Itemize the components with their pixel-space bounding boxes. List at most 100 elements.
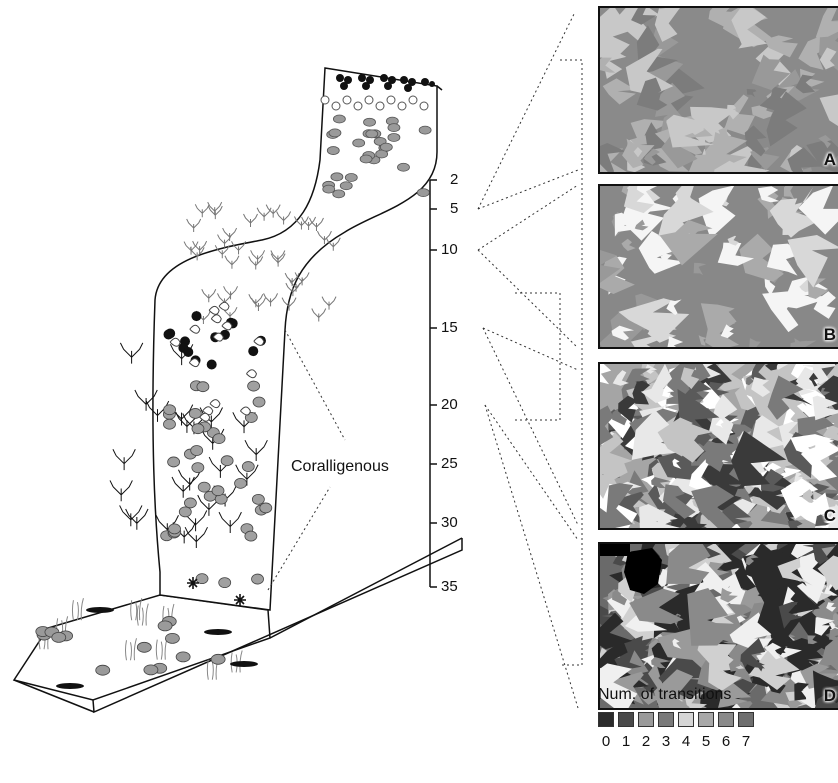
depth-ticks [430,179,437,588]
texture-patch [778,601,802,629]
organism-shape [210,314,222,324]
panel-a-texture [600,8,838,172]
organism-shape [125,508,149,530]
legend-swatch [718,712,734,727]
depth-label: 5 [450,200,459,217]
texture-patch [662,385,675,398]
texture-patch [714,160,750,172]
organism-shape [342,95,352,105]
texture-patch [814,617,835,636]
texture-patch [795,74,816,94]
texture-patch [709,469,745,502]
organism-shape [136,603,149,626]
organism-shape [56,683,84,689]
texture-patch [687,588,735,646]
texture-patch [808,372,819,387]
organism-shape [397,162,410,172]
legend-swatch-label: 7 [741,733,751,750]
texture-patch [778,421,802,449]
texture-patch [731,523,741,528]
organism-shape [311,308,327,322]
texture-patch [744,125,767,157]
texture-patch [611,325,635,341]
organism-shape [276,211,292,225]
organism-shape [119,505,143,527]
texture-patch [751,415,786,450]
texture-patch [708,8,736,32]
texture-patch [731,8,768,49]
texture-patch [739,233,784,282]
organism-shape [163,329,174,340]
organism-shape [134,389,158,411]
organism-shape [320,95,330,105]
texture-patch [740,637,766,669]
organism-shape [418,125,432,135]
organism-shape [197,481,211,493]
panel-b: B [598,184,838,349]
organism-shape [246,369,257,379]
texture-patch [709,393,738,445]
legend-swatch-label: 2 [641,733,651,750]
organism-shape [95,664,111,676]
texture-patch [600,663,638,708]
organism-shape [250,297,266,311]
texture-patch [731,430,787,490]
panel-b-texture [600,186,838,347]
organism-shape [214,245,230,259]
texture-patch [807,634,818,645]
organism-shape [285,282,301,297]
legend-title: Num. of transitions [598,686,732,703]
organism-shape [218,577,232,588]
texture-patch [794,472,804,482]
texture-patch [614,212,637,237]
texture-patch [769,198,802,238]
organism-shape [191,462,205,473]
organism-shape [386,95,396,105]
organism-shape [364,95,374,105]
organism-shape [352,138,366,148]
texture-patch [612,370,629,386]
texture-patch [600,612,633,650]
organism-shape [178,469,202,491]
texture-patch [667,336,684,347]
texture-patch [783,186,795,200]
organism-shape [194,204,210,218]
panel-a-letter: A [823,150,836,169]
texture-patch [787,520,803,528]
texture-patch [618,395,638,423]
texture-patch [600,250,621,283]
organism-shape [309,217,324,232]
texture-patch [707,132,738,163]
legend-swatch-label: 5 [701,733,711,750]
panel-a: A [598,6,838,174]
organism-shape [183,497,197,509]
organism-shape [212,332,224,342]
legend-swatch [738,712,754,727]
texture-patch [680,523,687,528]
organism-symbols [35,95,432,689]
legend-swatch [598,712,614,727]
texture-patch [812,364,836,385]
organism-shape [252,396,266,408]
texture-patch [765,642,782,660]
organism-shape [243,213,258,227]
organism-shape [234,477,247,489]
texture-patch [600,405,614,446]
organism-shape [187,577,199,589]
organism-shape [175,411,199,433]
texture-patch [612,408,627,426]
organism-shape [208,456,233,478]
texture-patch [657,417,699,457]
texture-patch [751,376,771,398]
texture-patch [689,457,718,493]
texture-patch [812,544,836,565]
organism-shape [217,234,232,248]
texture-patch [831,380,838,395]
organism-shape [183,510,208,532]
organism-shape [191,423,205,435]
texture-patch [790,544,820,559]
texture-patch [814,694,838,708]
texture-patch [666,114,715,148]
texture-patch [822,557,838,589]
organism-shape [207,201,223,216]
